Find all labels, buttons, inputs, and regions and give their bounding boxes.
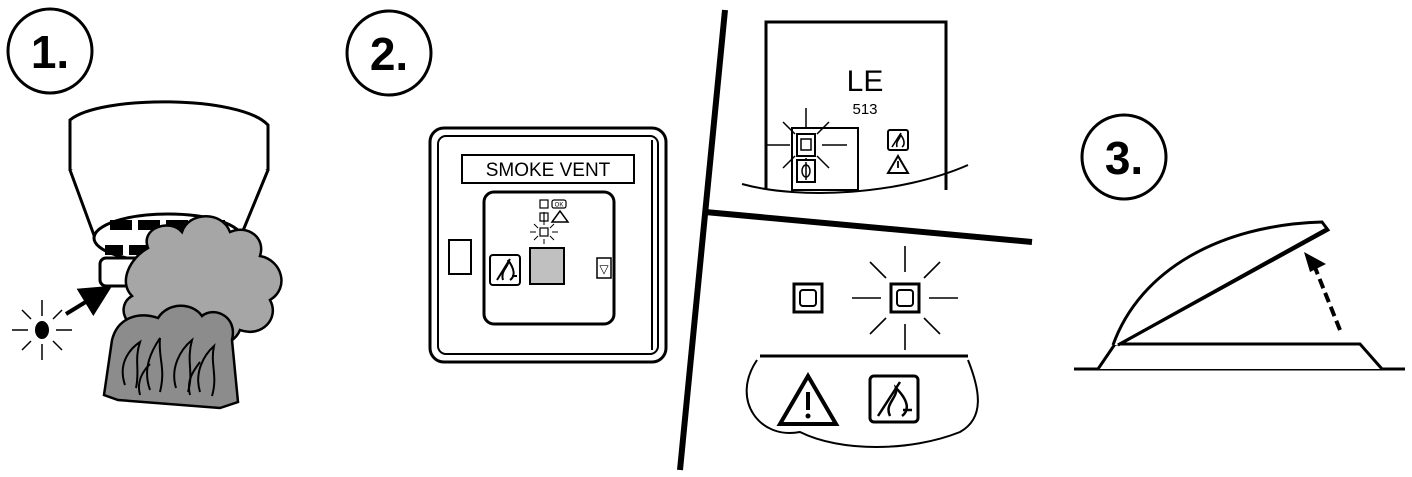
panel-title-plate <box>461 154 635 184</box>
le-detail-panel: LE 513 <box>741 20 969 194</box>
ok-label: OK <box>555 203 564 209</box>
control-panel: SMOKE VENT OK ▽ <box>428 126 668 364</box>
step-3-number: 3. <box>1105 132 1143 184</box>
panel-slot <box>448 239 472 275</box>
step-3-circle: 3. <box>1080 113 1168 201</box>
le-blink-rays <box>765 108 847 169</box>
divider-vertical <box>677 9 728 471</box>
led-alarm <box>539 227 549 237</box>
down-symbol: ▽ <box>599 262 609 276</box>
led-blinking-icon <box>889 282 921 314</box>
led-ok <box>539 199 549 209</box>
step-2-circle: 2. <box>345 9 433 97</box>
roof-vent-icon <box>1074 220 1405 371</box>
le-number: 513 <box>852 101 877 118</box>
down-button[interactable] <box>596 257 612 279</box>
indicator-light-icon <box>12 300 72 360</box>
fire-icon <box>102 304 240 410</box>
arrow-icon <box>64 285 113 317</box>
step-1-circle: 1. <box>6 7 94 95</box>
warning-triangle-icon <box>550 209 570 223</box>
step-1-number: 1. <box>31 26 69 78</box>
led-comparison <box>745 246 979 448</box>
trigger-button[interactable] <box>529 247 565 285</box>
step-2-number: 2. <box>370 28 408 80</box>
arrow-icon <box>1304 252 1342 331</box>
panel-title: SMOKE VENT <box>486 160 611 181</box>
divider-horizontal <box>704 209 1033 245</box>
le-title: LE <box>847 65 884 98</box>
